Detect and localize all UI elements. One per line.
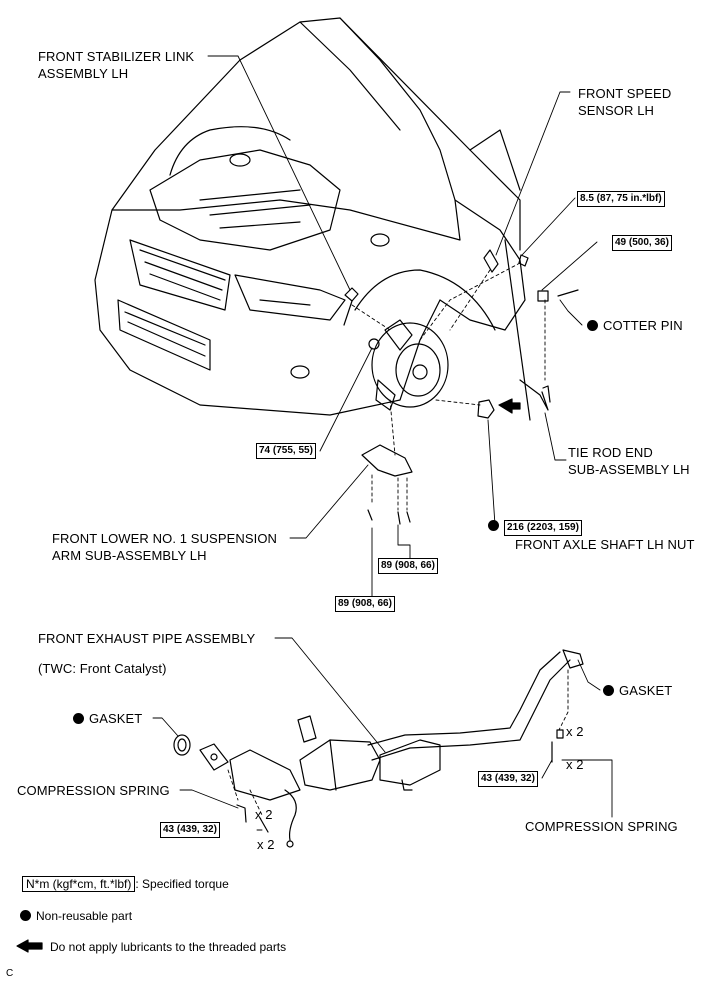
legend-no-lubricant: Do not apply lubricants to the threaded … [50,940,287,954]
front-exhaust-pipe-label: FRONT EXHAUST PIPE ASSEMBLY [38,631,256,646]
non-reusable-dot-icon [587,320,598,331]
twc-label: (TWC: Front Catalyst) [38,661,167,676]
compression-spring-right-label: COMPRESSION SPRING [525,819,678,834]
torque-arm-2: 89 (908, 66) [335,596,395,612]
corner-code: C [6,968,14,979]
torque-speed-sensor: 8.5 (87, 75 in.*lbf) [577,191,665,207]
front-axle-shaft-nut-label: FRONT AXLE SHAFT LH NUT [515,537,695,552]
torque-tie-rod: 49 (500, 36) [612,235,672,251]
lower-arm-drawing [361,444,413,525]
front-lower-arm-label: FRONT LOWER NO. 1 SUSPENSION ARM SUB-ASS… [52,531,278,563]
torque-stabilizer: 74 (755, 55) [256,443,316,459]
exhaust-pipe-drawing [173,649,584,848]
torque-left: 43 (439, 32) [160,822,220,838]
car-body-drawing [94,17,531,421]
cotter-pin-label: COTTER PIN [587,317,683,334]
torque-arm-1: 89 (908, 66) [378,558,438,574]
brake-hub-drawing [371,319,449,411]
non-reusable-dot-icon [603,685,614,696]
qty-left-1: x 2 [255,807,273,822]
legend-arrow-icon [16,939,43,953]
no-lubricant-arrow-icon [498,398,521,414]
non-reusable-dot-icon [20,910,31,921]
non-reusable-dot-icon [73,713,84,724]
legend-non-reusable: Non-reusable part [20,908,132,924]
compression-spring-left-label: COMPRESSION SPRING [17,783,170,798]
speed-sensor-drawing [483,249,529,273]
qty-right-1: x 2 [566,724,584,739]
torque-axle-nut: 216 (2203, 159) [504,520,583,536]
tie-rod-end-drawing [519,289,579,411]
qty-right-2: x 2 [566,757,584,772]
torque-right: 43 (439, 32) [478,771,538,787]
axle-nut-drawing [477,399,495,419]
axle-nut-torque-row: 216 (2203, 159) [488,517,583,536]
tie-rod-end-label: TIE ROD END SUB-ASSEMBLY LH [568,445,690,477]
qty-left-2: x 2 [257,837,275,852]
legend-torque: N*m (kgf*cm, ft.*lbf): Specified torque [22,876,229,892]
front-speed-sensor-label: FRONT SPEED SENSOR LH [578,86,672,118]
stabilizer-link-drawing [343,287,380,350]
gasket-right-label: GASKET [603,682,672,699]
non-reusable-dot-icon [488,520,499,531]
gasket-left-label: GASKET [73,710,142,727]
legend-torque-desc: : Specified torque [135,877,229,891]
front-stabilizer-link-label: FRONT STABILIZER LINK ASSEMBLY LH [38,49,195,81]
legend-torque-unit: N*m (kgf*cm, ft.*lbf) [22,876,136,892]
